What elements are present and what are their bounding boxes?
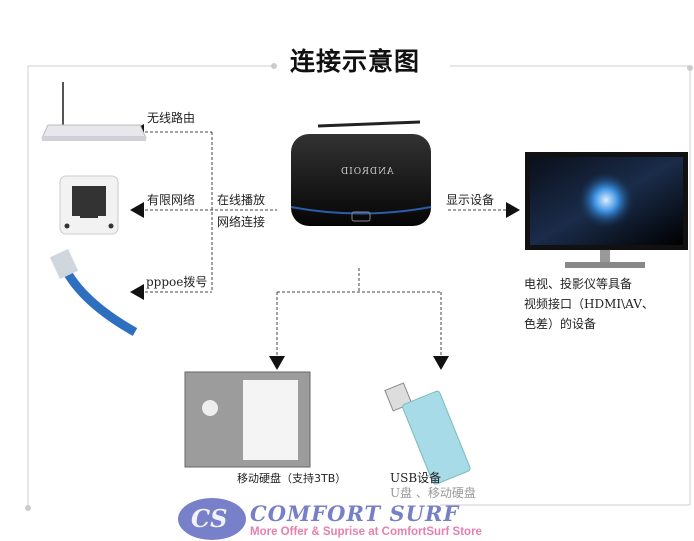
watermark-tagline: More Offer & Suprise at ComfortSurf Stor… [250, 526, 482, 538]
watermark-logo [178, 498, 246, 540]
network-connection-label: 网络连接 [217, 215, 266, 229]
hdd-label: 移动硬盘（支持3TB） [237, 472, 347, 485]
display-device-label: 显示设备 [446, 193, 495, 207]
page-title: 连接示意图 [290, 47, 421, 76]
network-connectors [145, 131, 507, 356]
android-tv-box-image [290, 120, 432, 226]
network-cable-image [49, 248, 138, 336]
tv-image [525, 152, 688, 268]
display-desc-line-3: 色差）的设备 [524, 317, 597, 331]
device-brand: ANDROID [340, 167, 394, 177]
frame-dot [687, 65, 693, 71]
pppoe-label: pppoe拨号 [146, 275, 208, 289]
frame [27, 65, 691, 508]
wireless-router-label: 无线路由 [147, 111, 196, 125]
frame-dot [25, 505, 31, 511]
frame-dot [271, 63, 277, 69]
display-desc-line-1: 电视、投影仪等具备 [524, 277, 633, 291]
router-image [41, 82, 147, 141]
usb-stick-image [384, 382, 471, 485]
usb-sub-label: U盘 、移动硬盘 [390, 486, 476, 500]
usb-label: USB设备 [390, 471, 442, 485]
online-playback-label: 在线播放 [217, 193, 266, 207]
display-desc-line-2: 视频接口（HDMI\AV、 [524, 297, 654, 311]
hard-drive-image [184, 371, 311, 468]
ethernet-port-image [59, 175, 119, 235]
wired-network-label: 有限网络 [147, 193, 196, 207]
watermark-brand: COMFORT SURF [250, 501, 460, 526]
watermark-logo-text: CS [191, 504, 228, 533]
